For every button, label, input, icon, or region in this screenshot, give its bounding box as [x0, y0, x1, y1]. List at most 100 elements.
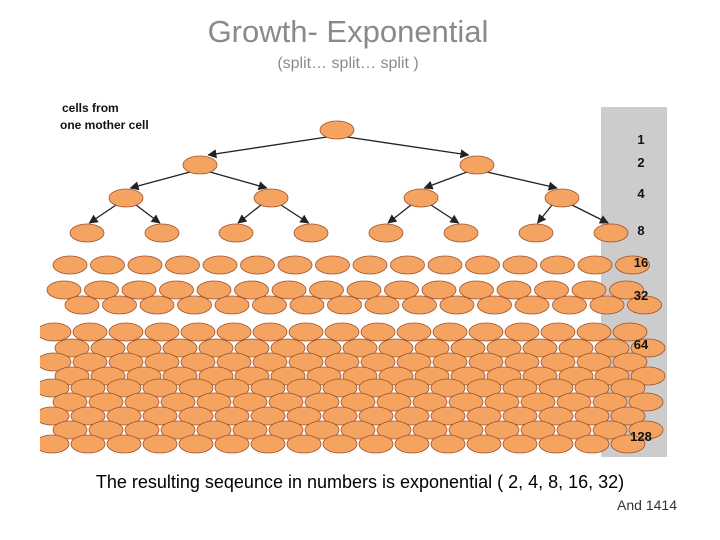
cell-gen-64: [144, 352, 180, 372]
cell-gen-16: [427, 255, 463, 275]
cell-gen-64: [306, 338, 342, 358]
cell-gen-2: [459, 155, 495, 175]
cell-gen-16: [315, 255, 350, 275]
cell-gen-128: [430, 406, 466, 426]
generation-count-label: 32: [634, 288, 648, 303]
division-arrow: [536, 204, 553, 224]
cell-gen-32: [289, 295, 325, 315]
division-arrow: [486, 171, 558, 191]
cell-gen-64: [540, 352, 576, 372]
cell-gen-16: [240, 255, 275, 275]
cell-gen-128: [538, 434, 574, 454]
cell-gen-128: [394, 378, 430, 398]
cell-gen-128: [502, 434, 538, 454]
division-arrow: [423, 171, 468, 190]
cell-gen-128: [358, 434, 394, 454]
cell-gen-64: [630, 366, 666, 386]
cell-gen-128: [286, 378, 322, 398]
footer-text: And 1414: [617, 497, 677, 513]
cell-gen-32: [346, 280, 382, 300]
cell-gen-32: [214, 295, 250, 315]
division-arrow: [387, 204, 412, 224]
cell-gen-128: [214, 434, 250, 454]
cell-gen-32: [252, 295, 287, 315]
division-arrow: [207, 136, 328, 159]
cell-gen-64: [486, 338, 522, 358]
cell-gen-128: [268, 420, 304, 440]
cell-gen-64: [216, 352, 252, 372]
cell-gen-128: [52, 420, 88, 440]
cell-gen-32: [102, 295, 137, 315]
cell-gen-128: [394, 406, 430, 426]
cell-gen-128: [286, 434, 322, 454]
cell-gen-64: [396, 322, 432, 342]
cell-gen-128: [574, 406, 610, 426]
cell-gen-128: [376, 420, 412, 440]
cell-gen-64: [360, 322, 396, 342]
cell-gen-128: [538, 378, 574, 398]
cell-gen-64: [342, 338, 378, 358]
cell-gen-16: [390, 255, 425, 275]
cell-gen-16: [52, 255, 88, 275]
arrows-layer: [88, 136, 609, 224]
cell-gen-128: [142, 406, 178, 426]
cell-gen-32: [514, 295, 550, 315]
cell-gen-64: [216, 322, 252, 342]
cell-gen-128: [610, 434, 646, 454]
cell-gen-128: [592, 392, 628, 412]
cell-gen-64: [594, 338, 630, 358]
cell-gen-128: [520, 392, 556, 412]
cell-gen-4: [69, 223, 105, 243]
cell-gen-32: [364, 295, 400, 315]
cell-gen-128: [358, 406, 394, 426]
cell-gen-64: [288, 352, 324, 372]
cell-gen-64: [40, 322, 72, 342]
cell-gen-128: [142, 434, 178, 454]
division-arrow: [237, 204, 262, 224]
division-arrow: [571, 204, 609, 224]
cell-gen-128: [448, 392, 484, 412]
slide-title: Growth- Exponential: [207, 14, 489, 49]
cell-gen-3: [253, 188, 289, 208]
cell-gen-16: [465, 255, 500, 275]
cell-gen-128: [178, 406, 214, 426]
cell-gen-128: [178, 434, 214, 454]
cell-gen-32: [421, 280, 457, 300]
cell-gen-16: [502, 255, 538, 275]
cell-gen-32: [234, 280, 269, 300]
cell-gen-2: [182, 155, 218, 175]
cell-gen-128: [430, 434, 466, 454]
cell-gen-128: [250, 406, 286, 426]
cell-gen-128: [106, 378, 142, 398]
cell-gen-64: [288, 322, 324, 342]
cells-layer: [40, 120, 666, 454]
cell-gen-32: [439, 295, 475, 315]
cell-gen-64: [162, 338, 198, 358]
cell-gen-64: [126, 338, 162, 358]
cell-gen-128: [502, 378, 538, 398]
cell-gen-16: [615, 255, 650, 275]
cell-gen-64: [414, 338, 450, 358]
cell-gen-64: [522, 338, 558, 358]
corner-label-line2: one mother cell: [60, 118, 149, 132]
generation-count-label: 64: [634, 337, 649, 352]
cell-gen-4: [443, 223, 479, 243]
cell-gen-32: [609, 280, 644, 300]
cell-gen-128: [250, 378, 286, 398]
cell-gen-64: [144, 322, 180, 342]
cell-gen-128: [394, 434, 430, 454]
cell-gen-64: [72, 322, 108, 342]
cell-gen-128: [376, 392, 412, 412]
cell-gen-128: [232, 420, 268, 440]
cell-gen-128: [430, 378, 466, 398]
cell-gen-64: [540, 322, 576, 342]
cell-gen-3: [108, 188, 144, 208]
cell-gen-128: [142, 378, 178, 398]
cell-gen-128: [160, 420, 196, 440]
cell-gen-128: [70, 378, 106, 398]
generation-count-label: 1: [637, 132, 644, 147]
cell-gen-128: [484, 392, 520, 412]
cell-gen-32: [196, 280, 232, 300]
